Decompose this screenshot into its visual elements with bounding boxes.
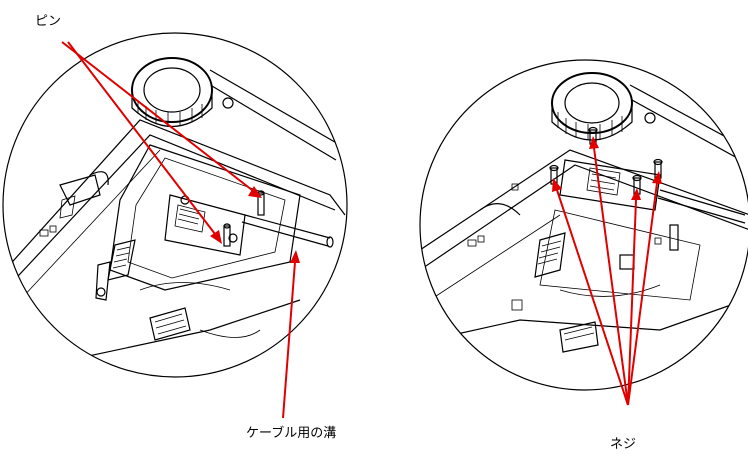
left-detail-view [2, 32, 348, 378]
cable-groove-arrow [282, 250, 300, 419]
pin-2 [223, 223, 231, 247]
screw-label: ネジ [610, 437, 637, 452]
left-connector [107, 239, 136, 281]
pin-arrows [61, 41, 262, 244]
pcb-plate [164, 194, 246, 256]
cable-groove-label: ケーブル用の溝 [246, 426, 337, 441]
pin-label: ピン [35, 14, 62, 29]
bottom-connector [149, 307, 191, 341]
right-detail-view [419, 59, 748, 391]
knob [131, 57, 213, 128]
screw-arrows [552, 136, 662, 406]
pcb-plate-right [559, 159, 661, 211]
